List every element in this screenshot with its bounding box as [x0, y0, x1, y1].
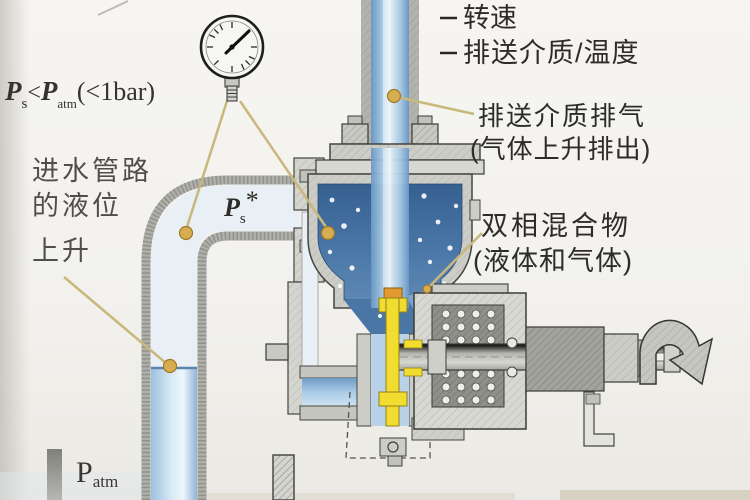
label-mixture-1: 双相混合物 [481, 211, 631, 241]
impeller [378, 287, 423, 427]
exhaust-dot [386, 88, 402, 104]
support-bracket [583, 391, 615, 447]
label-ps-star: Ps* [223, 186, 259, 227]
leader-lines [63, 95, 483, 365]
label-exhaust-2: (气体上升排出) [470, 134, 651, 164]
drain-plug [379, 437, 407, 457]
label-inlet-pressure-formula: Ps<Patm(<1bar) [4, 76, 155, 112]
bearing-ball [506, 366, 518, 378]
reference-bar [47, 449, 62, 500]
water-level-dot [162, 358, 178, 374]
exhaust-leader [396, 95, 475, 116]
bearing-ball [506, 337, 518, 349]
gauge-leader-right [238, 100, 330, 231]
gauge-tap-dot-right [320, 225, 336, 241]
casing-bolt [265, 343, 289, 361]
leader-markers [162, 88, 432, 374]
bottom-smudge [560, 490, 750, 500]
shaft-nut [427, 339, 447, 375]
gauge-ticks [207, 22, 257, 72]
cutoff-leader-line [97, 0, 129, 16]
mixture-dot [422, 284, 432, 294]
gauge-leader-left [184, 100, 229, 231]
label-inlet-level-1: 进水管路 [32, 156, 152, 186]
label-patm: Patm [76, 456, 118, 491]
pressure-gauge [199, 14, 265, 102]
rotation-arrow [639, 319, 714, 386]
label-inlet-level-2: 的液位 [32, 191, 122, 221]
pump-shaft [397, 326, 681, 447]
label-exhaust-1: 排送介质排气 [478, 101, 646, 131]
casing-top-flange [315, 115, 485, 175]
stand-bar [272, 454, 295, 500]
label-speed: 转速 [463, 3, 517, 33]
ball-bearing-grid-upper [441, 309, 496, 345]
label-medium-temperature: 排送介质/温度 [463, 38, 640, 68]
water-level-leader [63, 276, 168, 365]
discharge-pipe [361, 0, 419, 148]
label-inlet-level-3: 上升 [32, 236, 92, 266]
mixture-leader [426, 232, 483, 290]
ball-bearing-grid-lower [441, 369, 496, 405]
label-mixture-2: (液体和气体) [473, 246, 633, 276]
gauge-tap-dot-left [178, 225, 194, 241]
rising-flow-column [371, 148, 409, 308]
suction-water [151, 368, 197, 500]
gauge-needle [224, 29, 251, 55]
